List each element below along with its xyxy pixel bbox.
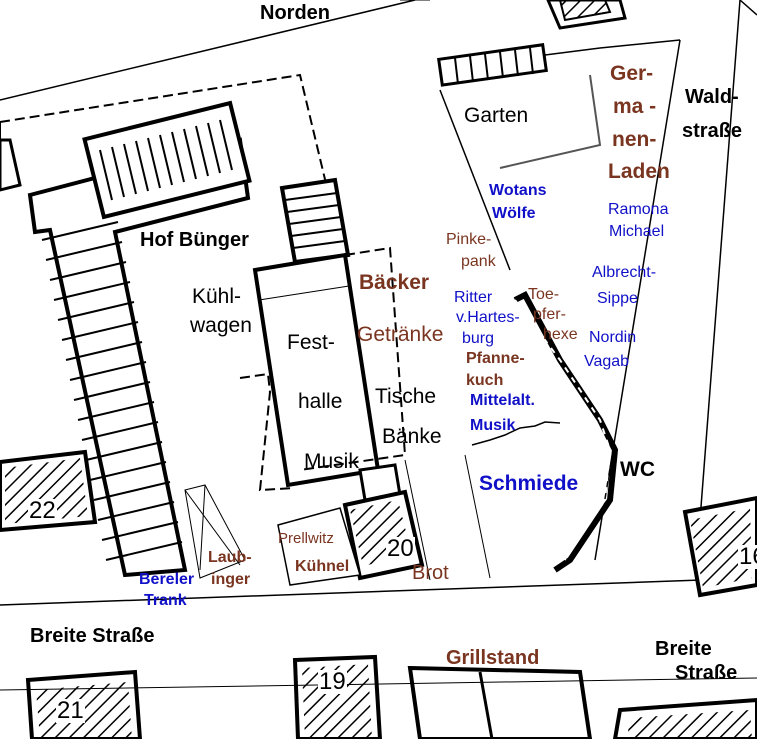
baecker-label: Bäcker: [359, 271, 430, 294]
grillstand-building: [407, 665, 593, 739]
pinkepank-label-1: Pinke-: [446, 231, 492, 248]
kuehlwagen-label-2: wagen: [190, 314, 252, 337]
toepferhexe-label-1: Toe-: [528, 286, 560, 303]
bereler-trank-label-2: Trank: [144, 592, 187, 609]
festhalle-label-1: Fest-: [287, 331, 335, 354]
wc-label: WC: [620, 458, 655, 481]
getraenke-label: Getränke: [357, 323, 444, 346]
germanen-laden-label-3: nen-: [612, 128, 657, 151]
toepferhexe-label-3: hexe: [543, 326, 578, 343]
schmiede-wall: [513, 291, 619, 573]
house-16-hatch: [690, 508, 752, 588]
tower-stripes: [284, 192, 346, 249]
laubinger-label-2: inger: [211, 571, 251, 588]
germanen-laden-label-4: Laden: [608, 160, 670, 183]
kuehlwagen-label-1: Kühl-: [192, 285, 242, 308]
nordin-label-2: Vagab: [584, 353, 630, 370]
laubinger-diagonal-a: [184, 489, 241, 566]
ramona-label-2: Michael: [609, 223, 665, 240]
left-wing-stripes: [41, 221, 183, 561]
garden-wall-building: [437, 43, 548, 87]
albrecht-label-1: Albrecht-: [592, 264, 657, 281]
festhalle-inner-line: [258, 285, 350, 301]
house-number-21: 21: [56, 697, 85, 724]
musik-stage-line: [471, 421, 561, 446]
festhalle-label-2: halle: [298, 390, 343, 413]
breite-strasse-right-label-1: Breite: [655, 638, 712, 660]
brot-label: Brot: [412, 562, 449, 584]
garden-fence: [499, 74, 602, 169]
laubinger-stall: [184, 484, 246, 579]
laubinger-label-1: Laub-: [208, 549, 252, 566]
house-number-20: 20: [386, 535, 415, 562]
hof-buenger-label: Hof Bünger: [140, 229, 249, 251]
street-edge-south: [0, 677, 757, 691]
wald-strasse-label-1: Wald-: [685, 86, 739, 108]
path-edge-a: [439, 89, 511, 271]
small-shed-left: [0, 138, 22, 192]
garden-wall-stripes: [454, 47, 534, 85]
ramona-label-1: Ramona: [608, 201, 669, 218]
kuehlwagen-dashed-area: [239, 372, 296, 492]
wald-strasse-label-2: straße: [682, 120, 743, 142]
plot-line-top: [0, 0, 416, 101]
pfannekuch-label-2: kuch: [466, 372, 504, 389]
schmiede-label: Schmiede: [479, 472, 579, 495]
schmiede-wall-inner: [514, 299, 612, 561]
house-number-22: 22: [28, 497, 57, 524]
street-edge-north: [0, 577, 757, 606]
garden-label: Garten: [464, 104, 529, 127]
germanen-laden-label-2: ma -: [613, 95, 657, 118]
festhalle-musik-label: Musik: [304, 450, 359, 473]
ritter-label-1: Ritter: [454, 289, 493, 306]
albrecht-label-2: Sippe: [597, 290, 638, 307]
kuehnel-label: Kühnel: [295, 558, 350, 575]
bereler-trank-label-1: Bereler: [139, 571, 195, 588]
grillstand-divider: [478, 671, 494, 739]
nordin-label-1: Nordin: [589, 329, 637, 346]
grillstand-label: Grillstand: [446, 647, 540, 669]
house-number-16: 16: [738, 545, 757, 569]
north-label: Norden: [260, 2, 330, 24]
breite-strasse-right-label-2: Straße: [675, 662, 738, 684]
prellwitz-label: Prellwitz: [278, 530, 334, 547]
house-number-19: 19: [318, 668, 347, 695]
pfannekuch-label-1: Pfanne-: [466, 350, 525, 367]
laubinger-diagonal-b: [199, 484, 206, 571]
brot-area-edge: [404, 459, 431, 581]
wotans-label-1: Wotans: [489, 182, 547, 199]
baenke-label: Bänke: [382, 425, 442, 448]
breite-strasse-left-label: Breite Straße: [30, 625, 155, 647]
ritter-label-3: burg: [462, 330, 495, 347]
wald-strasse-edge: [594, 39, 681, 561]
ritter-label-2: v.Hartes-: [456, 309, 520, 326]
upper-roof-stripes: [99, 119, 233, 201]
schmiede-area-edge: [464, 454, 491, 579]
property-boundary-north: [0, 73, 341, 243]
garden-boundary-east: [544, 47, 601, 56]
house-22-hatch: [5, 458, 88, 524]
corner-line-top-right: [739, 0, 757, 16]
festhalle-dashed-area: [299, 246, 407, 471]
wald-strasse-edge-east: [699, 0, 741, 521]
building-top-right-inner: [558, 0, 612, 22]
tische-label: Tische: [375, 385, 437, 408]
germanen-laden-label-1: Ger-: [610, 62, 654, 85]
prellwitz-stall: [277, 507, 361, 586]
wotans-label-2: Wölfe: [492, 205, 536, 222]
building-south-east-hatch: [627, 710, 752, 739]
wald-strasse-edge-west: [599, 39, 681, 49]
mittelalt-musik-label-2: Musik: [470, 417, 516, 434]
mittelalt-musik-label-1: Mittelalt.: [470, 392, 535, 409]
toepferhexe-label-2: pfer-: [533, 306, 566, 323]
pinkepank-label-2: pank: [461, 253, 496, 270]
